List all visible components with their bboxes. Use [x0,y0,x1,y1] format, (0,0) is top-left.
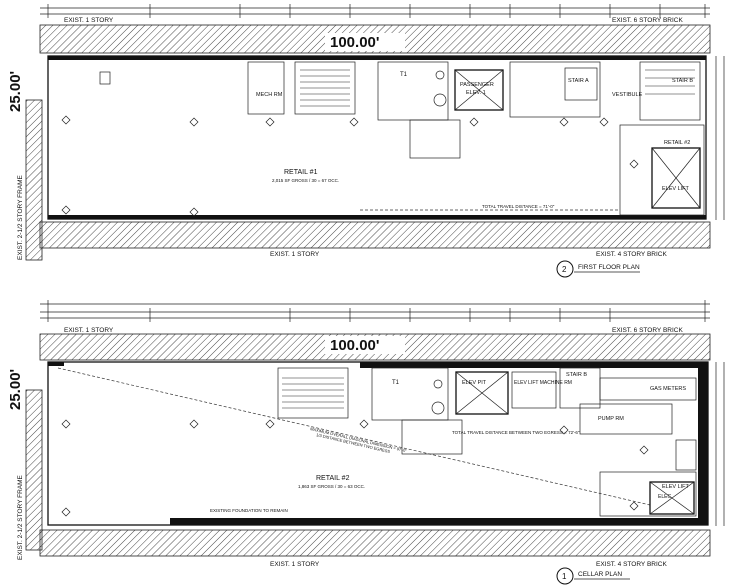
first-floor-left-neighbor-band [25,99,43,261]
cellar-room-gas-meters: GAS METERS [650,386,686,392]
cellar-neighbor-bottom-left: EXIST. 1 STORY [270,561,320,568]
cellar-core [277,367,697,517]
cellar-retail-name: RETAIL #2 [316,475,350,482]
cellar-bottom-neighbor-band [39,529,711,557]
first-floor-retail-area: 2,015 SF GROSS / 30 = 67 OCC. [272,178,339,183]
first-floor-room-toilet: T1 [400,72,408,78]
first-floor-room-passenger: PASSENGER [460,82,494,88]
cellar-diagonal-egress-line [57,367,651,506]
first-floor-dim-side: 25.00' [7,71,24,112]
cellar-dim-side: 25.00' [7,369,24,410]
cellar-neighbor-top-right: EXIST. 6 STORY BRICK [612,327,683,334]
first-floor-neighbor-top-right: EXIST. 6 STORY BRICK [612,17,683,24]
cellar-room-elec: ELEC [658,494,671,500]
first-floor-column-markers [61,115,639,217]
cellar-column-markers [61,419,649,517]
first-floor-room-mech: MECH RM [256,92,283,98]
first-floor-callout-title: FIRST FLOOR PLAN [578,264,640,271]
cellar-room-elev-pit: ELEV PIT [462,380,487,386]
cellar-foundation-note: EXISTING FOUNDATION TO REMAIN [210,508,288,513]
first-floor-room-elev: ELEV. 1 [466,90,486,96]
cellar-room-stair-b: STAIR B [566,372,587,378]
first-floor-room-vestibule: VESTIBULE [612,92,643,98]
first-floor-outline [47,55,707,220]
cellar-neighbor-bottom-right: EXIST. 4 STORY BRICK [596,561,667,568]
cellar-left-neighbor-band [25,389,43,551]
first-floor-room-stair-b: STAIR B [672,78,693,84]
first-floor-callout-circle [556,260,574,278]
cellar-callout-circle [556,567,574,585]
first-floor-side-label: EXIST. 2-1/2 STORY FRAME [17,174,24,260]
cellar-callout-title: CELLAR PLAN [578,571,622,578]
cellar-retail-area: 1,863 SF GROSS / 30 = 63 OCC. [298,484,365,489]
cellar-neighbor-top-left: EXIST. 1 STORY [64,327,114,334]
first-floor-neighbor-bottom-right: EXIST. 4 STORY BRICK [596,251,667,258]
first-floor-retail-name: RETAIL #1 [284,169,318,176]
first-floor-callout-number: 2 [562,265,567,274]
first-floor-room-retail2: RETAIL #2 [664,140,690,146]
first-floor-plan: EXIST. 1 STORY EXIST. 6 STORY BRICK 100.… [7,4,725,278]
first-floor-neighbor-bottom-left: EXIST. 1 STORY [270,251,320,258]
cellar-room-toilet: T1 [392,380,400,386]
first-floor-bottom-neighbor-band [39,221,711,249]
cellar-dimension-lines [40,300,710,322]
cellar-room-pump-rm: PUMP RM [598,416,624,422]
first-floor-core [99,61,705,216]
cellar-room-elev-lift-machine: ELEV LIFT MACHINE RM [514,380,572,386]
first-floor-travel-note: TOTAL TRAVEL DISTANCE = 71'-0" [482,204,555,209]
cellar-diagonal-note: MAXIMUM OVERALL DIAGONAL DIMENSION = 97'… [310,426,408,453]
first-floor-dimension-lines [40,4,710,18]
cellar-dim-top: 100.00' [330,337,379,354]
first-floor-neighbor-top-left: EXIST. 1 STORY [64,17,114,24]
first-floor-dim-top: 100.00' [330,34,379,51]
cellar-room-elev-lift: ELEV LIFT [662,484,690,490]
first-floor-room-elev-lift: ELEV LIFT [662,186,690,192]
cellar-plan: EXIST. 1 STORY EXIST. 6 STORY BRICK 100.… [7,300,725,585]
cellar-side-label: EXIST. 2-1/2 STORY FRAME [17,474,24,560]
cellar-callout-number: 1 [562,572,567,581]
cellar-travel-note: TOTAL TRAVEL DISTANCE BETWEEN TWO EGRESS… [452,430,580,435]
first-floor-room-stair-a: STAIR A [568,78,589,84]
